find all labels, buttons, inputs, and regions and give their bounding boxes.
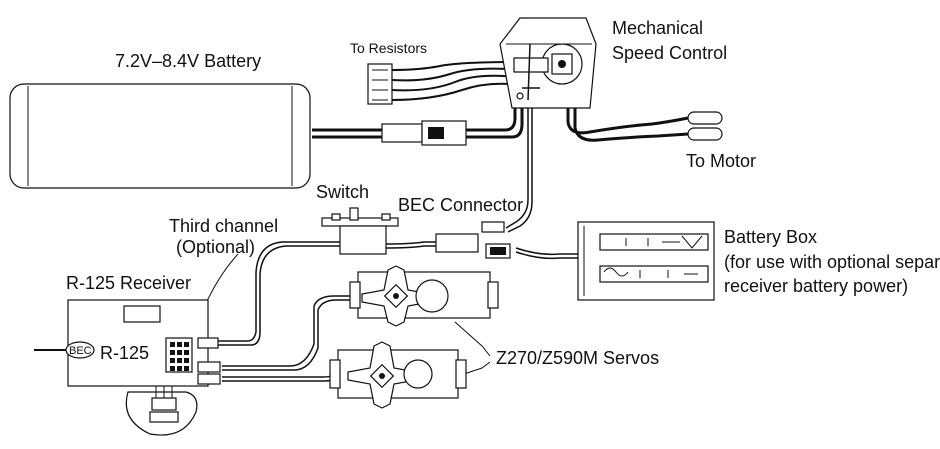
battery-box (577, 221, 715, 301)
receiver (65, 299, 221, 387)
battery-box-label-line3: receiver battery power) (724, 276, 908, 296)
speed-control-label-line1: Mechanical (612, 18, 703, 38)
resistor-plugs (367, 63, 393, 105)
third-channel-label-line2: (Optional) (176, 237, 255, 257)
battery-box-label-line2: (for use with optional separate (724, 252, 940, 272)
battery-pack (9, 83, 311, 189)
motor-leads (687, 111, 723, 141)
receiver-model-label: R-125 (100, 343, 149, 363)
third-channel-detail (125, 386, 198, 436)
servos-label: Z270/Z590M Servos (496, 348, 659, 368)
bec-connector-label: BEC Connector (398, 195, 523, 215)
to-resistors-label: To Resistors (350, 40, 427, 56)
battery-connector (381, 120, 467, 146)
servo-lower (329, 341, 467, 409)
battery-box-label-line1: Battery Box (724, 227, 817, 247)
speed-control (499, 17, 597, 109)
receiver-title-label: R-125 Receiver (66, 273, 191, 293)
third-channel-label-line1: Third channel (169, 216, 278, 236)
switch-label: Switch (316, 182, 369, 202)
bec-connector (435, 221, 511, 259)
battery-label: 7.2V–8.4V Battery (115, 51, 261, 71)
servo-upper (349, 265, 499, 327)
bec-badge-label: BEC (69, 345, 92, 357)
switch (321, 207, 399, 255)
speed-control-label-line2: Speed Control (612, 43, 727, 63)
to-motor-label: To Motor (686, 151, 756, 171)
